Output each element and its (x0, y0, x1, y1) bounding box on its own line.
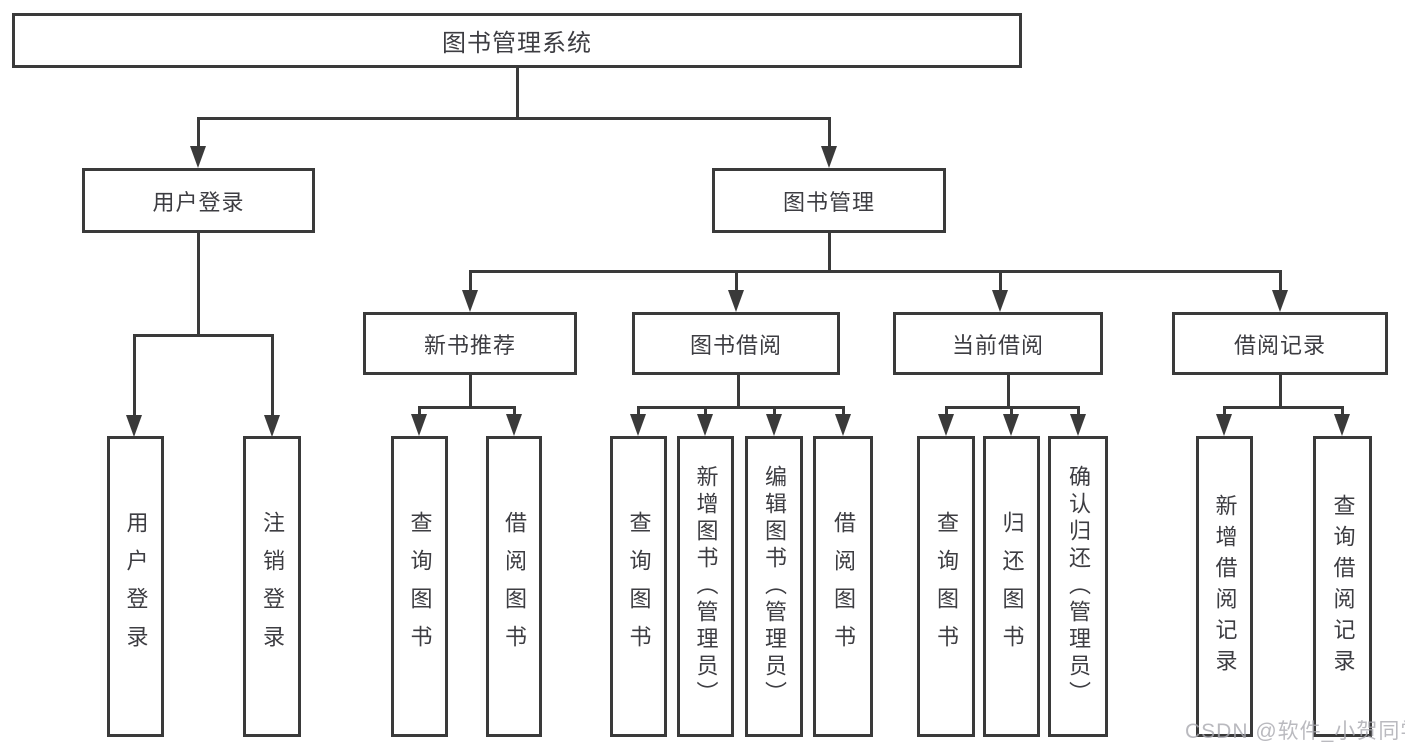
connector-line (469, 270, 472, 294)
leaf-query-book-2: 查询图书 (610, 436, 667, 737)
leaf-user-login: 用户登录 (107, 436, 164, 737)
leaf-edit-book-admin: 编辑图书（管理员） (745, 436, 803, 737)
node-borrow-record-label: 借阅记录 (1233, 332, 1326, 358)
leaf-label: 归还图书 (999, 510, 1025, 663)
connector-line (1007, 375, 1010, 408)
connector-line (1341, 406, 1344, 418)
connector-line (637, 406, 845, 409)
arrowhead-icon (835, 414, 851, 436)
leaf-label: 查询图书 (407, 510, 433, 663)
node-book-borrow: 图书借阅 (632, 312, 840, 375)
connector-line (516, 68, 519, 119)
connector-line (418, 406, 421, 418)
connector-line (735, 270, 738, 294)
connector-line (469, 270, 1282, 273)
leaf-query-borrow-record: 查询借阅记录 (1313, 436, 1372, 737)
connector-line (828, 233, 831, 272)
node-user-login-label: 用户登录 (152, 189, 245, 215)
leaf-label: 借阅图书 (831, 510, 856, 663)
leaf-label: 注销登录 (260, 510, 285, 663)
arrowhead-icon (697, 414, 713, 436)
connector-line (133, 334, 136, 418)
connector-line (1279, 270, 1282, 294)
leaf-label: 查询借阅记录 (1330, 493, 1356, 680)
node-new-book-recommend: 新书推荐 (363, 312, 577, 375)
csdn-watermark: CSDN @软件_小贺同学 (1185, 720, 1405, 743)
leaf-logout: 注销登录 (243, 436, 301, 737)
arrowhead-icon (938, 414, 954, 436)
connector-line (197, 233, 200, 336)
connector-line (1223, 406, 1344, 409)
connector-line (999, 270, 1002, 294)
connector-line (418, 406, 516, 409)
leaf-return-book: 归还图书 (983, 436, 1040, 737)
connector-line (773, 406, 776, 418)
leaf-borrow-book-1: 借阅图书 (486, 436, 542, 737)
connector-line (704, 406, 707, 418)
arrowhead-icon (126, 415, 142, 437)
connector-line (197, 117, 830, 120)
leaf-label: 新增图书（管理员） (693, 465, 719, 708)
arrowhead-icon (630, 414, 646, 436)
node-new-book-recommend-label: 新书推荐 (423, 332, 516, 358)
leaf-label: 编辑图书（管理员） (762, 465, 787, 708)
leaf-label: 查询图书 (626, 510, 652, 663)
connector-line (1223, 406, 1226, 418)
leaf-add-book-admin: 新增图书（管理员） (677, 436, 734, 737)
leaf-label: 新增借阅记录 (1212, 493, 1238, 680)
connector-line (842, 406, 845, 418)
leaf-add-borrow-record: 新增借阅记录 (1196, 436, 1253, 737)
arrowhead-icon (1003, 414, 1019, 436)
leaf-label: 用户登录 (123, 510, 149, 663)
node-root-label: 图书管理系统 (442, 30, 592, 57)
leaf-label: 借阅图书 (502, 510, 527, 663)
connector-line (1279, 375, 1282, 408)
arrowhead-icon (1272, 290, 1288, 312)
arrowhead-icon (728, 290, 744, 312)
connector-line (945, 406, 948, 418)
node-book-management: 图书管理 (712, 168, 946, 233)
node-current-borrow-label: 当前借阅 (951, 332, 1044, 358)
connector-line (197, 117, 200, 148)
arrowhead-icon (766, 414, 782, 436)
connector-line (133, 334, 274, 337)
arrowhead-icon (1334, 414, 1350, 436)
arrowhead-icon (190, 146, 206, 168)
leaf-query-book-1: 查询图书 (391, 436, 448, 737)
connector-line (828, 117, 831, 148)
arrowhead-icon (462, 290, 478, 312)
connector-line (513, 406, 516, 418)
connector-line (1077, 406, 1080, 418)
node-root: 图书管理系统 (12, 13, 1022, 68)
leaf-confirm-return-admin: 确认归还（管理员） (1048, 436, 1108, 737)
connector-line (737, 375, 740, 408)
leaf-borrow-book-2: 借阅图书 (813, 436, 873, 737)
connector-line (271, 334, 274, 418)
arrowhead-icon (264, 415, 280, 437)
node-borrow-record: 借阅记录 (1172, 312, 1388, 375)
node-book-borrow-label: 图书借阅 (689, 332, 782, 358)
leaf-query-book-3: 查询图书 (917, 436, 975, 737)
arrowhead-icon (821, 146, 837, 168)
node-current-borrow: 当前借阅 (893, 312, 1103, 375)
node-book-management-label: 图书管理 (782, 189, 875, 215)
connector-line (469, 373, 472, 408)
connector-line (1010, 406, 1013, 418)
arrowhead-icon (411, 414, 427, 436)
arrowhead-icon (506, 414, 522, 436)
leaf-label: 确认归还（管理员） (1066, 465, 1091, 708)
node-user-login: 用户登录 (82, 168, 315, 233)
connector-line (637, 406, 640, 418)
arrowhead-icon (992, 290, 1008, 312)
arrowhead-icon (1216, 414, 1232, 436)
arrowhead-icon (1070, 414, 1086, 436)
leaf-label: 查询图书 (934, 510, 959, 663)
